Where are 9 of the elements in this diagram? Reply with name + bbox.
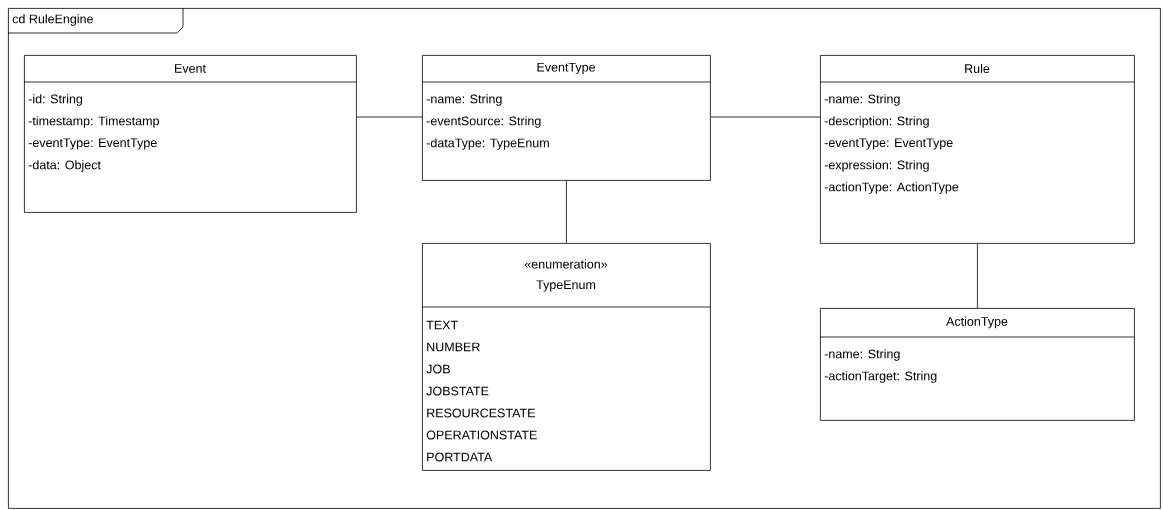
class-box: Event -id: String -timestamp: Timestamp -eventType: EventType -data: Object <box>23 55 357 213</box>
association-line <box>356 116 423 118</box>
class-box: Rule -name: String -description: String -eventType: EventType -expression: String -actionType: ActionType <box>819 55 1135 244</box>
class-box: «enumeration» TypeEnum TEXT NUMBER JOB JOBSTATE RESOURCESTATE OPERATIONSTATE PORTDATA <box>421 243 711 471</box>
association-line <box>710 116 821 118</box>
association-line <box>566 180 567 244</box>
class-box: ActionType -name: String -actionTarget: String <box>819 308 1135 421</box>
class-box: EventType -name: String -eventSource: String -dataType: TypeEnum <box>421 55 711 181</box>
association-line <box>977 243 978 309</box>
